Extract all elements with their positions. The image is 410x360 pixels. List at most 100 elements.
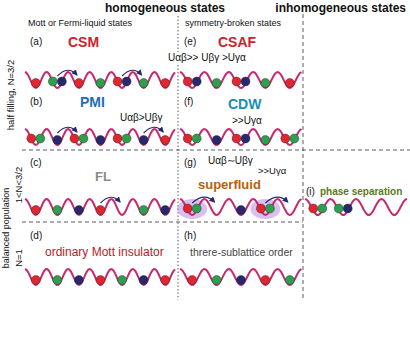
atom [31, 276, 40, 285]
panel-letter: (b) [30, 96, 42, 108]
phase-name: CSAF [218, 34, 256, 50]
atom [139, 276, 148, 285]
hopping-arrow [192, 197, 214, 203]
phase-name: CSM [68, 34, 99, 50]
panel-letter: (d) [30, 230, 42, 242]
optical-lattice [25, 72, 175, 88]
row-label: balanced population [1, 188, 11, 269]
atom [53, 276, 62, 285]
atom [139, 79, 148, 88]
pair-glow [177, 199, 207, 219]
column-subheader: Mott or Fermi-liquid states [28, 18, 132, 28]
atom [122, 134, 131, 143]
atom [285, 79, 294, 88]
panel-letter: (e) [184, 36, 196, 48]
panel-letter: (c) [30, 157, 42, 169]
panel-letter: (a) [30, 36, 42, 48]
atom [237, 206, 246, 215]
hopping-arrow [144, 127, 164, 133]
atom [265, 204, 274, 213]
atom [232, 134, 241, 143]
energy-condition: >>Uγα [258, 166, 286, 177]
atom [96, 136, 105, 145]
phase-name: phase separation [320, 186, 402, 198]
atom [161, 276, 170, 285]
energy-condition: Uαβ∼Uβγ [208, 155, 253, 167]
phase-name: threre-sublattice order [190, 246, 293, 258]
phase-name: FL [95, 170, 111, 185]
energy-condition: Uαβ>Uβγ [120, 112, 163, 124]
optical-lattice [180, 199, 302, 215]
atom [192, 134, 201, 143]
hopping-arrow [265, 197, 287, 203]
atom [318, 204, 327, 213]
atom [139, 206, 148, 215]
atom [343, 204, 352, 213]
atom [139, 136, 148, 145]
atom [27, 134, 36, 143]
atom [261, 79, 270, 88]
atom [31, 79, 40, 88]
panel-letter: (h) [184, 230, 196, 242]
atom [309, 204, 318, 213]
atom [74, 206, 83, 215]
atom [36, 134, 45, 143]
optical-lattice [25, 199, 175, 215]
optical-lattice [25, 269, 175, 285]
atom [57, 77, 66, 86]
optical-lattice [180, 72, 302, 88]
panel-letter: (f) [184, 96, 193, 108]
atom [192, 77, 201, 86]
energy-condition: Uαβ>> Uβγ >Uγα [168, 52, 246, 64]
phase-name: superfluid [198, 178, 261, 193]
hopping-arrow [101, 197, 121, 203]
atom [183, 77, 192, 86]
atom [237, 276, 246, 285]
atom [212, 276, 221, 285]
atom [96, 206, 105, 215]
optical-lattice [180, 129, 302, 145]
atom [241, 77, 250, 86]
atom [48, 77, 57, 86]
atom [74, 276, 83, 285]
atom [261, 136, 270, 145]
hopping-arrow [122, 70, 142, 76]
atom [232, 77, 241, 86]
optical-lattice [305, 199, 407, 215]
atom [70, 134, 79, 143]
atom [161, 79, 170, 88]
phase-name: PMI [80, 94, 105, 110]
atom [113, 77, 122, 86]
atom [212, 136, 221, 145]
atom [212, 79, 221, 88]
row-label: 1<N<3/2 [14, 167, 25, 203]
row-label: half filling, N=3/2 [6, 60, 17, 131]
atom [285, 276, 294, 285]
atom [96, 79, 105, 88]
atom [118, 276, 127, 285]
row-divider [22, 150, 410, 151]
atom [261, 276, 270, 285]
atom [79, 134, 88, 143]
hopping-arrow [57, 70, 77, 76]
atom [192, 204, 201, 213]
atom [256, 204, 265, 213]
atom [183, 204, 192, 213]
atom [241, 134, 250, 143]
atom [31, 206, 40, 215]
atom [122, 77, 131, 86]
atom [183, 134, 192, 143]
atom [74, 79, 83, 88]
phase-name: ordinary Mott insulator [45, 246, 164, 260]
atom [290, 134, 299, 143]
atom [113, 134, 122, 143]
phase-name: CDW [228, 96, 261, 112]
row-divider [22, 222, 303, 223]
atom [96, 276, 105, 285]
energy-condition: >>Uγα [232, 115, 262, 127]
row-label: N=1 [14, 249, 25, 267]
column-header: homogeneous states [105, 2, 225, 16]
atom [161, 206, 170, 215]
optical-lattice [180, 269, 302, 285]
hopping-arrow [57, 127, 77, 133]
